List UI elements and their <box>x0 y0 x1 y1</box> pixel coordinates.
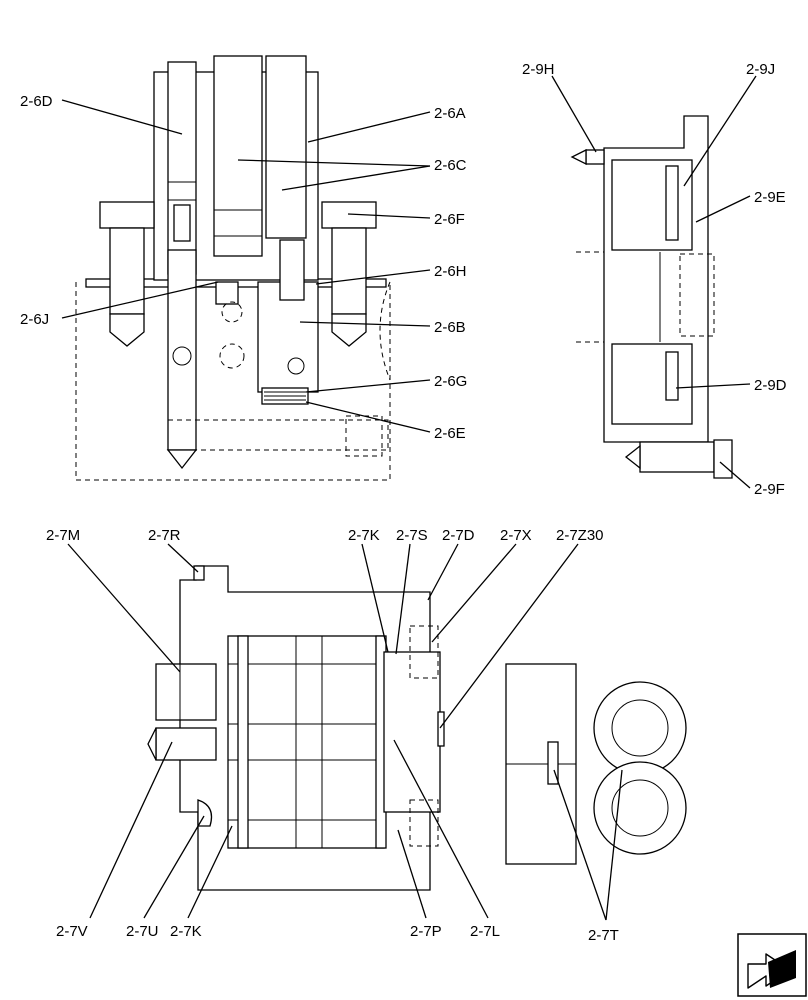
label-2-6H: 2-6H <box>434 263 467 280</box>
label-2-6A: 2-6A <box>434 105 466 122</box>
label-2-7D: 2-7D <box>442 527 475 544</box>
label-2-7L: 2-7L <box>470 923 500 940</box>
label-2-6E: 2-6E <box>434 425 466 442</box>
label-2-7Z30: 2-7Z30 <box>556 527 604 544</box>
arrow-navigation-icon[interactable] <box>737 933 807 997</box>
callouts-top-left: 2-6D 2-6A 2-6C 2-6F 2-6H 2-6J 2-6B 2-6G … <box>20 93 467 442</box>
label-2-7P: 2-7P <box>410 923 442 940</box>
label-2-9F: 2-9F <box>754 481 785 498</box>
label-2-9E: 2-9E <box>754 189 786 206</box>
callouts-top-right: 2-9H 2-9J 2-9E 2-9D 2-9F <box>522 61 787 498</box>
label-2-7V: 2-7V <box>56 923 88 940</box>
label-2-6C: 2-6C <box>434 157 467 174</box>
label-2-7T: 2-7T <box>588 927 619 944</box>
label-2-6J: 2-6J <box>20 311 49 328</box>
label-2-6D: 2-6D <box>20 93 53 110</box>
label-2-7K-bottom: 2-7K <box>170 923 202 940</box>
label-2-7X: 2-7X <box>500 527 532 544</box>
label-2-7R: 2-7R <box>148 527 181 544</box>
label-2-9D: 2-9D <box>754 377 787 394</box>
label-2-7U: 2-7U <box>126 923 159 940</box>
label-2-9J: 2-9J <box>746 61 775 78</box>
plate-assembly-top-right <box>551 75 757 489</box>
label-2-6F: 2-6F <box>434 211 465 228</box>
callouts-bottom: 2-7M 2-7R 2-7K 2-7S 2-7D 2-7X 2-7Z30 2-7… <box>46 527 619 944</box>
label-2-7M: 2-7M <box>46 527 80 544</box>
valve-assembly-top-left <box>61 55 431 481</box>
label-2-7S: 2-7S <box>396 527 428 544</box>
label-2-9H: 2-9H <box>522 61 555 78</box>
pump-assembly-bottom <box>67 543 687 921</box>
label-2-6B: 2-6B <box>434 319 466 336</box>
label-2-6G: 2-6G <box>434 373 467 390</box>
label-2-7K-top: 2-7K <box>348 527 380 544</box>
